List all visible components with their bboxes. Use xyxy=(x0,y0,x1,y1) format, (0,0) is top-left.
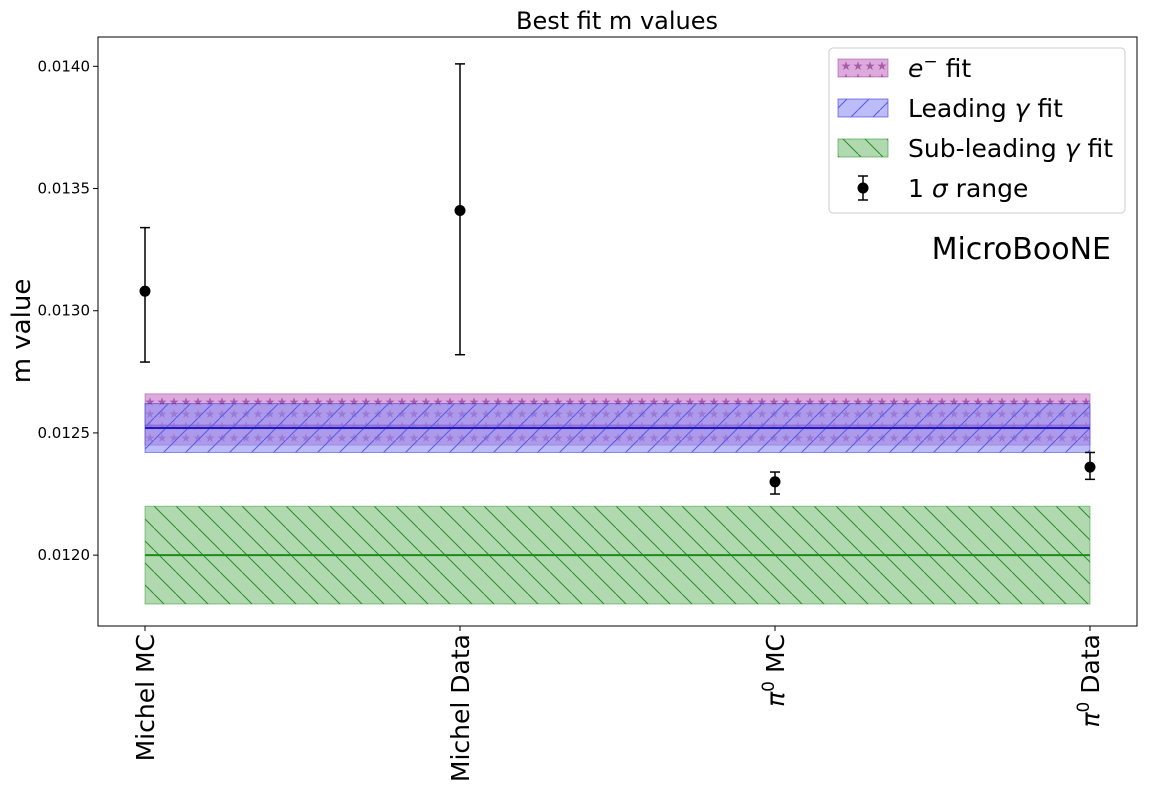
x-tick-label: Michel Data xyxy=(446,634,475,782)
e-fit-legend-hatch xyxy=(838,59,888,77)
data-point xyxy=(769,471,781,495)
data-point xyxy=(1084,451,1096,481)
chart-title: Best fit m values xyxy=(516,7,718,35)
plot-frame xyxy=(97,36,1138,627)
legend-frame xyxy=(828,47,1126,214)
point-marker xyxy=(139,285,151,297)
e-fit-legend-label: e− fit xyxy=(908,52,971,83)
microboone-annotation: MicroBooNE xyxy=(932,232,1111,267)
y-axis-ticks: 0.0120 0.0125 0.0130 0.0135 0.0140 xyxy=(38,57,98,564)
y-tick-label: 0.0130 xyxy=(38,302,91,320)
x-tick-label: π0 Data xyxy=(1074,634,1105,728)
point-marker xyxy=(1084,461,1096,473)
data-point xyxy=(139,226,151,363)
y-tick-label: 0.0140 xyxy=(38,57,91,75)
x-tick-label: Michel MC xyxy=(131,634,160,761)
leading-gamma-fit-legend-label: Leading γ fit xyxy=(908,94,1063,123)
points-layer xyxy=(139,63,1096,495)
x-tick-label: π0 MC xyxy=(759,634,790,707)
bands-layer xyxy=(144,393,1091,605)
y-tick-label: 0.0125 xyxy=(38,424,91,442)
y-tick-label: 0.0120 xyxy=(38,546,91,564)
sigma-legend-label: 1 σ range xyxy=(908,174,1028,203)
x-axis-ticks: Michel MC Michel Data π0 MC π0 Data xyxy=(131,626,1105,782)
y-axis-label: m value xyxy=(7,279,37,384)
point-marker xyxy=(454,205,466,217)
subleading-gamma-fit-legend-hatch xyxy=(838,139,888,157)
subleading-gamma-fit-legend-label: Sub-leading γ fit xyxy=(908,134,1113,163)
sigma-legend-marker xyxy=(857,182,869,194)
point-marker xyxy=(769,476,781,488)
y-tick-label: 0.0135 xyxy=(38,180,91,198)
leading-gamma-fit-legend-hatch xyxy=(838,99,888,117)
data-point xyxy=(454,63,466,356)
